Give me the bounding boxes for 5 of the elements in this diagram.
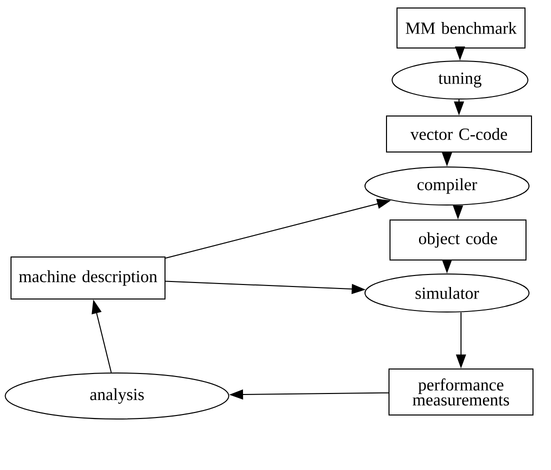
process-box: MM benchmark (396, 8, 526, 48)
process-box: vector C-code (386, 116, 532, 152)
process-box: object code (390, 220, 526, 260)
process-box: machine description (10, 256, 166, 300)
process-box: performance measurements (388, 368, 534, 416)
